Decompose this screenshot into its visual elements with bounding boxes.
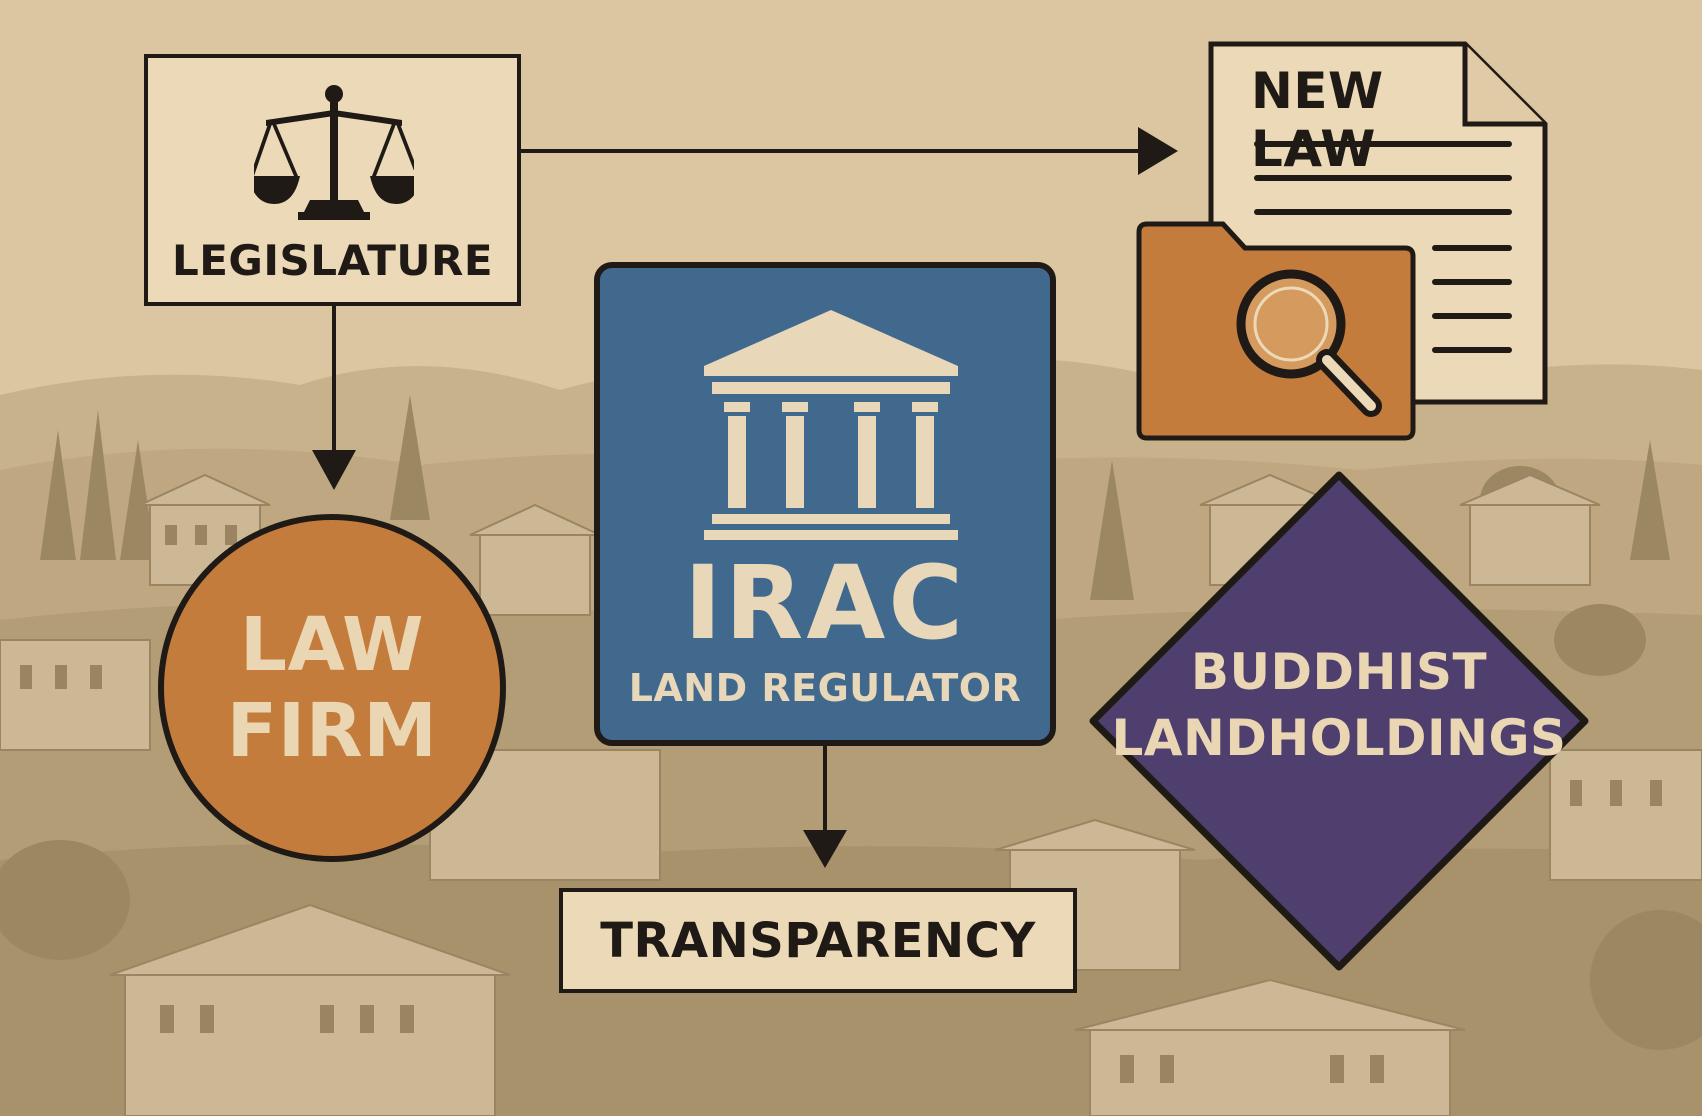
buddhist-label-line1: BUDDHIST: [1190, 643, 1488, 701]
irac-subtitle: LAND REGULATOR: [628, 666, 1022, 710]
transparency-box: TRANSPARENCY: [559, 888, 1077, 993]
law-firm-label-line1: LAW: [239, 602, 425, 688]
courthouse-icon: [704, 310, 958, 540]
irac-title: IRAC: [683, 544, 967, 663]
new-law-document: NEW LAW: [1135, 38, 1551, 446]
transparency-label: TRANSPARENCY: [600, 912, 1036, 969]
law-firm-circle: LAW FIRM: [158, 514, 506, 862]
legislature-label: LEGISLATURE: [171, 236, 494, 285]
irac-land-regulator-box: IRAC LAND REGULATOR: [594, 262, 1056, 746]
scales-of-justice-icon: [254, 85, 414, 220]
diamond-shape: [1089, 471, 1589, 971]
document-folder-magnifier-icon: [1136, 41, 1548, 441]
law-firm-label-line2: FIRM: [226, 688, 438, 774]
legislature-box: LEGISLATURE: [144, 54, 521, 306]
new-law-label: NEW LAW: [1251, 62, 1384, 178]
buddhist-landholdings-diamond: BUDDHIST LANDHOLDINGS: [1087, 469, 1591, 973]
buddhist-label-line2: LANDHOLDINGS: [1111, 709, 1567, 767]
